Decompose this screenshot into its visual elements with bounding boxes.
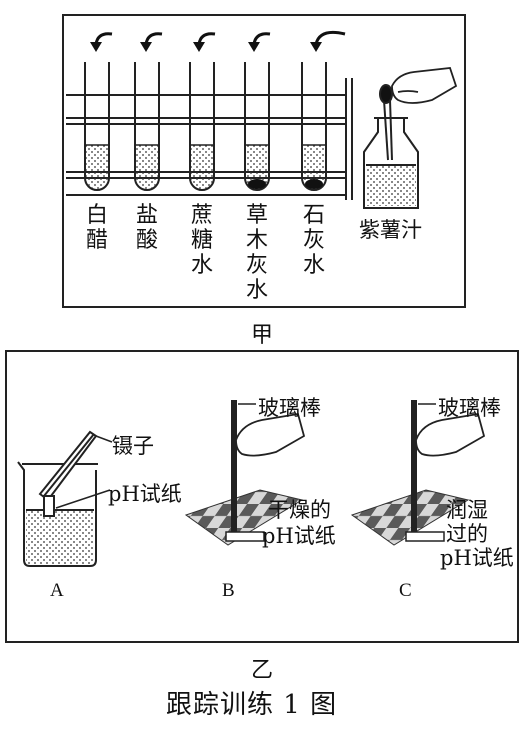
ph-paper-label-c-line1: 润湿 [446,498,488,522]
sediment [248,179,266,189]
tube-1 [84,62,110,191]
dropper-bottle [363,84,419,209]
spot-plate-c [350,489,470,546]
label-a: A [50,580,64,601]
tube-label-1: 白醋 [85,203,108,253]
ph-paper-label-c-line3: pH试纸 [440,546,514,570]
arrow-head-icon [140,42,152,52]
sediment [305,179,323,189]
arrow-head-icon [248,42,260,52]
hand-icon [235,412,306,457]
tube-2 [134,62,160,191]
ph-paper-label-b-line1: 干燥的 [268,498,331,522]
test-tube-rack [66,78,353,200]
tweezers-icon [38,430,98,517]
panel-jia [62,14,466,308]
ph-paper-label-b-line2: pH试纸 [262,524,336,548]
glass-rod-label-c: 玻璃棒 [438,396,501,420]
hand-icon [415,412,486,457]
panel-yi [5,350,519,643]
beaker [17,461,98,567]
ph-paper-c [405,531,445,542]
tube-5 [301,62,327,191]
drop-arrows [94,30,346,45]
tube-3 [189,62,215,191]
label-b: B [222,580,235,601]
glass-rod-label-b: 玻璃棒 [258,396,321,420]
caption-jia: 甲 [251,323,274,348]
tweezers-label: 镊子 [112,434,154,458]
tube-label-5: 石灰水 [302,203,325,278]
figure-title: 跟踪训练 1 图 [166,690,338,720]
bottle-label: 紫薯汁 [359,218,422,242]
caption-yi: 乙 [251,658,274,683]
arrow-head-icon [310,42,322,52]
hand-icon [391,67,458,104]
tube-label-4: 草木灰水 [245,203,268,303]
tube-label-2: 盐酸 [135,203,158,253]
label-c: C [399,580,412,601]
arrow-head-icon [90,42,102,52]
tube-label-3: 蔗糖水 [190,203,213,278]
arrow-head-icon [193,42,205,52]
ph-paper-label-a: pH试纸 [108,482,182,506]
ph-paper-label-c-line2: 过的 [446,522,488,546]
tube-4 [244,62,270,191]
ph-paper-b [225,531,265,542]
